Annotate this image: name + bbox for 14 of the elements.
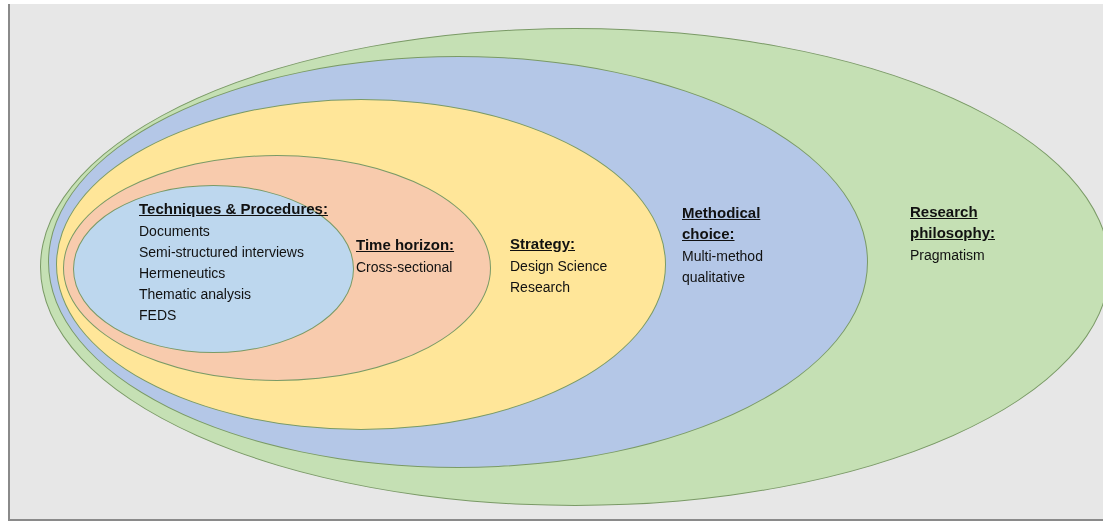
layer-heading: Time horizon:: [356, 235, 456, 255]
layer-heading: Research philosophy:: [910, 202, 996, 243]
layer-item: Cross-sectional: [356, 258, 454, 277]
layer-item: Documents: [139, 222, 211, 241]
layer-item: Thematic analysis: [139, 285, 253, 304]
layer-heading: Methodical choice:: [682, 203, 762, 244]
layer-item: Multi-method qualitative: [682, 247, 764, 287]
layer-item: Hermeneutics: [139, 264, 227, 283]
layer-item: FEDS: [139, 306, 178, 325]
layer-item: Semi-structured interviews: [139, 243, 305, 262]
layer-heading: Strategy:: [510, 234, 577, 254]
layer-item: Pragmatism: [910, 246, 986, 265]
layer-heading: Techniques & Procedures:: [139, 199, 329, 219]
layer-item: Design Science Research: [510, 257, 609, 297]
